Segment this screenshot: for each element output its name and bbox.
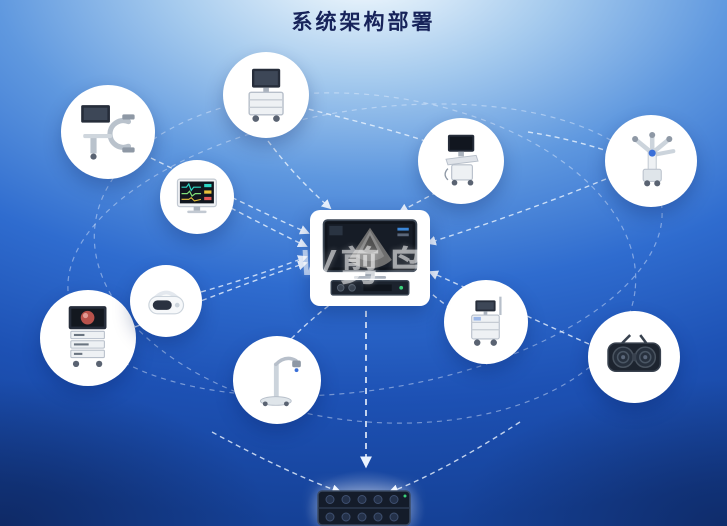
node-server-rack: [316, 489, 412, 526]
node-ultrasound-machine: [418, 118, 504, 204]
patient-monitor-icon: [176, 178, 218, 214]
microscope-stand-icon: [260, 356, 302, 407]
central-host-icon: [322, 219, 418, 296]
workstation-cart-icon: [248, 68, 284, 122]
node-vr-headset: [130, 265, 202, 337]
surgical-light-icon: [607, 333, 661, 372]
node-patient-monitor: [160, 160, 234, 234]
node-surgical-robot: [605, 115, 697, 207]
node-surgical-light: [588, 311, 680, 403]
c-arm-icon: [81, 105, 135, 160]
ultrasound-icon: [444, 134, 479, 186]
node-workstation-cart: [223, 52, 309, 138]
server-rack-icon: [317, 490, 411, 526]
node-endoscopy-tower: [40, 290, 136, 386]
node-c-arm-imaging: [61, 85, 155, 179]
node-central-host: [310, 210, 430, 306]
medical-cart-icon: [470, 296, 502, 346]
vr-headset-icon: [148, 290, 184, 315]
node-medical-cart: [444, 280, 528, 364]
page-title: 系统架构部署: [291, 11, 436, 34]
endoscopy-tower-icon: [69, 306, 107, 368]
node-microscope-stand: [233, 336, 321, 424]
surgical-robot-icon: [631, 131, 676, 187]
